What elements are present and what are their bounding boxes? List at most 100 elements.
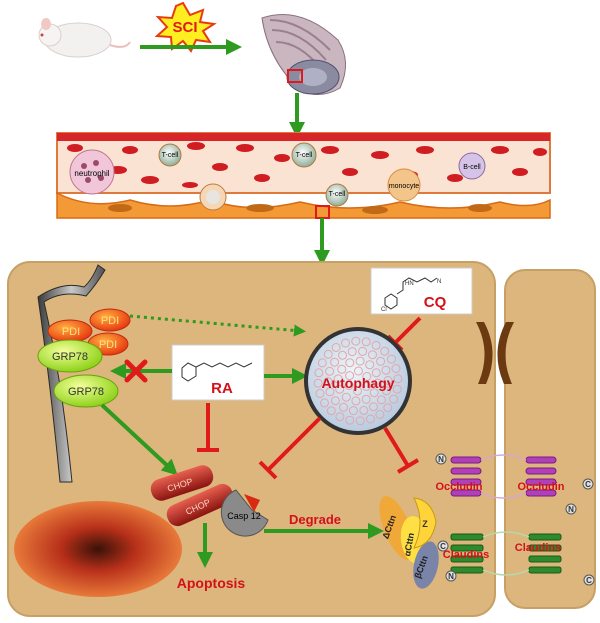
cell-label-bcell: B-cell — [463, 164, 481, 171]
vesicle — [375, 410, 385, 419]
claudins-right — [528, 533, 562, 574]
blood-vessel: neutrophil T-cell T-cell B-cell monocyte… — [56, 132, 551, 219]
pdi-label-1: PDI — [62, 326, 80, 338]
vesicle — [323, 349, 333, 359]
vesicle — [387, 354, 396, 364]
vesicle — [392, 384, 402, 394]
vesicle — [338, 350, 347, 360]
casp12: Casp 12 — [220, 489, 269, 537]
zo-protein: Z — [413, 497, 437, 549]
vesicle — [345, 358, 355, 368]
cell-label-neutrophil: neutrophil — [74, 169, 109, 178]
vesicle — [359, 405, 369, 415]
inhibit-autophagy-to-junction — [383, 426, 420, 474]
terminus-markers: N N C N C C — [435, 453, 595, 586]
vesicle — [380, 346, 390, 356]
vesicle — [389, 394, 399, 404]
vesicle — [371, 368, 381, 378]
vesicle — [341, 338, 350, 348]
vesicle — [314, 368, 324, 378]
sci-label: SCI — [172, 19, 197, 36]
vesicle — [376, 356, 386, 366]
explosion-icon: SCI — [154, 1, 217, 53]
vesicle — [335, 412, 345, 422]
vesicle — [381, 386, 391, 396]
catenin-complex: ΔCttn αCttn βCttn — [379, 496, 439, 589]
c-terminus-3: C — [586, 576, 592, 585]
ra-label: RA — [211, 380, 233, 397]
n-terminus-3: N — [448, 572, 454, 581]
vesicle — [358, 346, 368, 356]
vesicle — [391, 364, 401, 373]
vesicle — [368, 350, 377, 360]
apoptosis-label: Apoptosis — [177, 575, 246, 591]
vesicle — [320, 398, 329, 408]
cq-struct-n: N — [437, 279, 441, 285]
cell-label-tcell-2: T-cell — [296, 152, 313, 159]
endothelial-cell-neighbor — [504, 269, 596, 609]
c-terminus-1: C — [440, 542, 446, 551]
injury-site-marker — [287, 69, 303, 83]
vesicle — [383, 403, 393, 413]
grp78-cluster: GRP78 GRP78 — [37, 339, 119, 408]
cq-label: CQ — [424, 294, 447, 311]
occludin-label-right: Occludin — [517, 481, 564, 493]
alpha-ctnn-label: αCttn — [402, 532, 416, 557]
vesicle — [337, 364, 347, 374]
cq-box: Cl HN N CQ — [370, 267, 473, 315]
vesicle — [330, 357, 340, 367]
vesicle — [313, 378, 323, 388]
degrade-label: Degrade — [289, 512, 341, 527]
c-terminus-2: C — [585, 480, 591, 489]
n-terminus-2: N — [568, 505, 574, 514]
occludin-left — [450, 456, 482, 497]
pdi-label-3: PDI — [99, 339, 117, 351]
occludin-loops — [480, 454, 527, 499]
autophagy-label: Autophagy — [321, 375, 394, 391]
vesicle — [339, 402, 348, 412]
vesicle — [315, 389, 325, 398]
pdi-label-2: PDI — [101, 315, 119, 327]
cell-label-monocyte: monocyte — [389, 183, 419, 190]
vesicle — [351, 396, 361, 406]
vesicle — [373, 378, 383, 388]
inhibit-autophagy-to-chop — [258, 416, 322, 480]
endoplasmic-reticulum — [37, 264, 106, 483]
vesicle — [366, 414, 375, 424]
vesicle — [325, 387, 335, 397]
nucleus — [14, 501, 182, 597]
cq-struct-hn: HN — [405, 281, 414, 287]
vesicle — [344, 381, 354, 390]
vesicle — [341, 392, 351, 402]
cell-label-tcell-3: T-cell — [329, 191, 346, 198]
claudins-label-left: Claudins — [443, 549, 489, 561]
vesicle — [347, 347, 357, 357]
vesicle — [317, 358, 327, 368]
vesicle — [383, 375, 393, 385]
arrow-grp78-to-chop — [100, 403, 178, 476]
cq-struct-cl: Cl — [381, 307, 387, 313]
vesicle — [393, 374, 403, 384]
vesicle — [361, 381, 371, 391]
vesicle — [361, 337, 371, 347]
cell-junction — [476, 322, 514, 384]
vesicle — [369, 402, 378, 412]
vesicle — [362, 372, 372, 381]
x-mark-icon — [124, 359, 148, 383]
vesicle — [351, 336, 361, 346]
vesicle — [353, 386, 362, 396]
rat-icon — [38, 18, 131, 58]
dotted-arrow-pdi-to-autophagy — [129, 314, 306, 337]
spinal-cord-icon — [261, 14, 346, 95]
vesicle — [369, 388, 379, 398]
vesicle — [376, 395, 386, 405]
vesicle — [355, 356, 365, 366]
vesicle — [348, 406, 358, 416]
grp78-label-1: GRP78 — [52, 351, 88, 363]
claudin-loops — [482, 531, 530, 576]
chop-complex: CHOP CHOP — [150, 465, 234, 527]
vesicle — [330, 396, 340, 406]
vesicle — [381, 365, 391, 375]
vesicle — [335, 384, 345, 394]
